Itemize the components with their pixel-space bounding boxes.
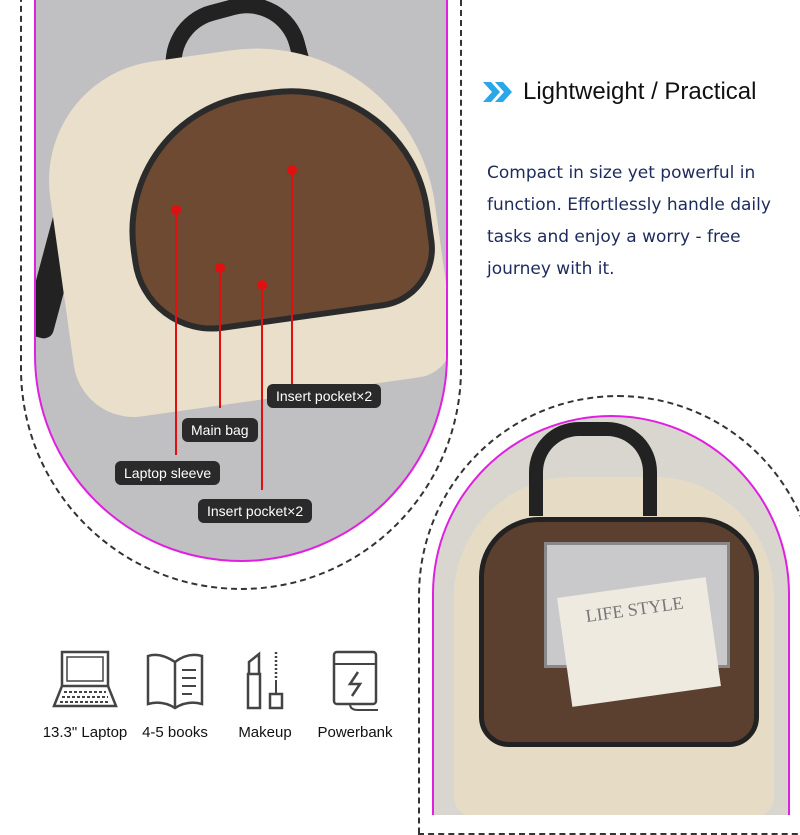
callout-line xyxy=(175,210,177,455)
handle xyxy=(529,422,657,516)
double-chevron-right-icon xyxy=(483,82,512,102)
callout-line xyxy=(291,170,293,385)
capacity-label: Powerbank xyxy=(317,724,393,741)
callout-laptop-sleeve: Laptop sleeve xyxy=(115,461,221,485)
callout-line xyxy=(261,285,263,490)
feature-heading: Lightweight / Practical xyxy=(483,78,756,106)
callout-main-bag: Main bag xyxy=(182,418,258,442)
capacity-label: Makeup xyxy=(238,724,292,741)
backpack-packed-photo: LIFE STYLE xyxy=(432,415,790,815)
capacity-books: 4-5 books xyxy=(130,648,220,741)
capacity-icons: 13.3" Laptop 4-5 books Makeup Powerbank xyxy=(40,648,400,741)
book: LIFE STYLE xyxy=(557,577,721,707)
laptop-icon xyxy=(52,650,118,708)
feature-description: Compact in size yet powerful in function… xyxy=(487,163,771,279)
capacity-label: 4-5 books xyxy=(142,724,208,741)
backpack-interior-photo xyxy=(34,0,448,562)
callout-line xyxy=(219,268,221,408)
callout-insert-pocket-top: Insert pocket×2 xyxy=(267,384,382,408)
capacity-makeup: Makeup xyxy=(220,648,310,741)
powerbank-icon xyxy=(332,650,378,711)
makeup-icon xyxy=(246,651,284,710)
callout-insert-pocket-bottom: Insert pocket×2 xyxy=(198,499,313,523)
dashed-border-left xyxy=(20,0,462,590)
heading-text: Lightweight / Practical xyxy=(523,78,757,105)
capacity-powerbank: Powerbank xyxy=(310,648,400,741)
capacity-label: 13.3" Laptop xyxy=(42,724,128,741)
capacity-laptop: 13.3" Laptop xyxy=(40,648,130,741)
book-icon xyxy=(146,653,204,710)
